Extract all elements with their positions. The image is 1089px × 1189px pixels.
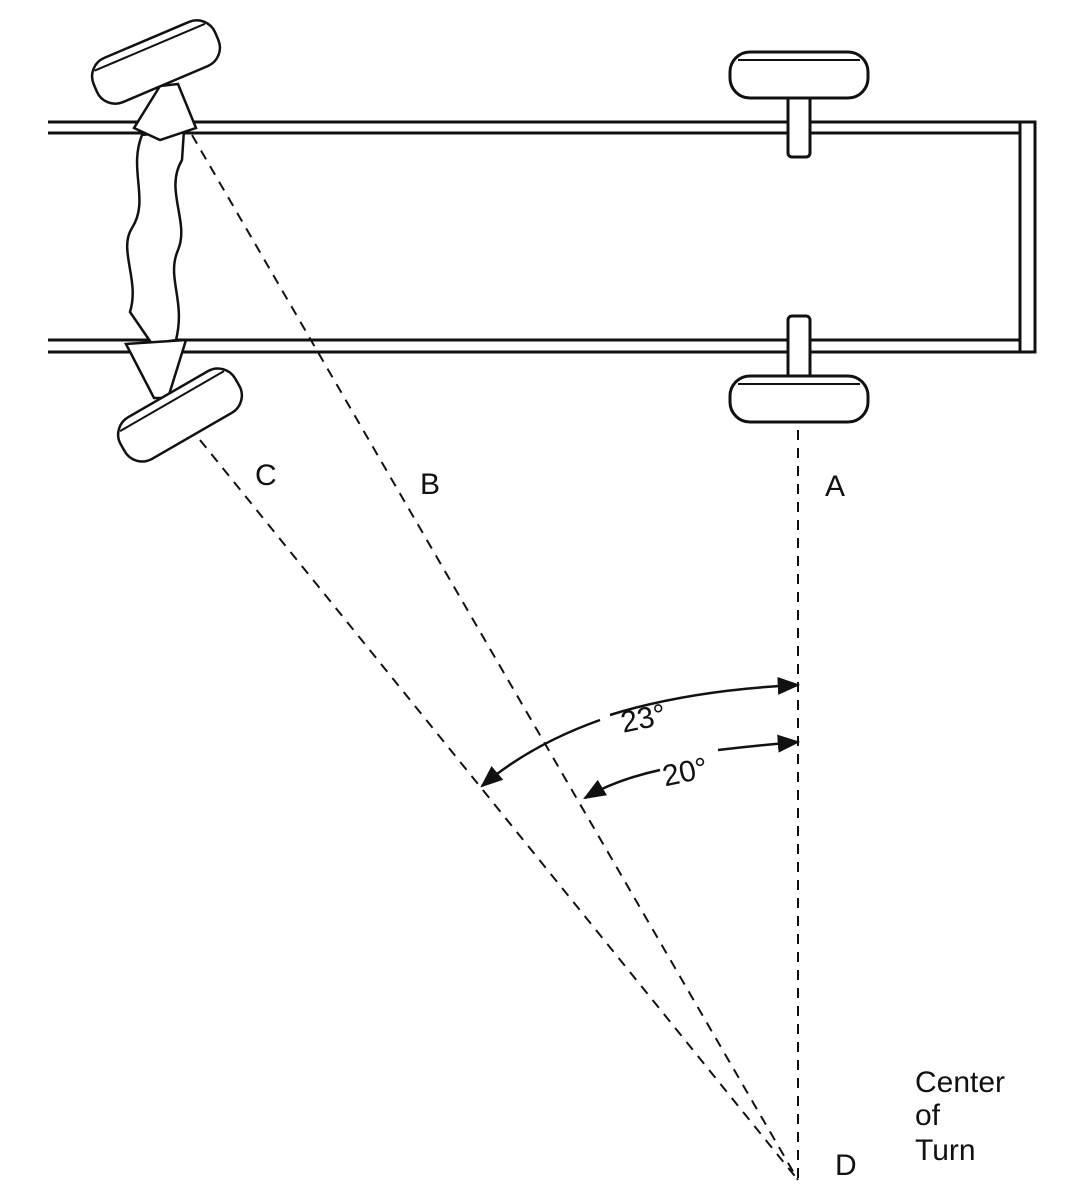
front-axle	[90, 19, 244, 463]
rear-crossmember	[1018, 120, 1037, 354]
angle-label-outer: 23°	[618, 698, 669, 740]
rear-axle-stub-top	[786, 93, 812, 159]
steering-knuckle-top	[132, 82, 198, 142]
front-axle-beam	[126, 128, 186, 346]
line-c	[199, 439, 799, 1181]
rear-wheel-bottom	[728, 374, 870, 424]
center-of-turn-line2: of	[915, 1099, 941, 1132]
projection-lines	[191, 134, 799, 1181]
angle-arcs	[480, 676, 801, 800]
label-d: D	[835, 1149, 857, 1182]
arc-20-left	[583, 768, 661, 800]
arc-20	[717, 734, 801, 753]
label-b: B	[420, 468, 440, 501]
label-a: A	[825, 470, 845, 503]
arc-23	[609, 676, 801, 717]
front-wheel-top	[90, 19, 222, 105]
rear-wheel-top	[728, 50, 870, 100]
center-of-turn-caption: Center of Turn	[915, 1066, 1005, 1167]
rear-axle-stub-bottom	[786, 314, 812, 384]
rear-axle	[728, 50, 870, 424]
front-wheel-bottom	[116, 367, 244, 463]
arc-23-left	[480, 718, 601, 788]
angle-label-inner: 20°	[660, 752, 711, 794]
chassis-frame	[48, 120, 1037, 354]
line-b	[191, 134, 799, 1181]
center-of-turn-line1: Center	[915, 1066, 1005, 1099]
label-c: C	[255, 459, 277, 492]
center-of-turn-line3: Turn	[915, 1134, 976, 1167]
